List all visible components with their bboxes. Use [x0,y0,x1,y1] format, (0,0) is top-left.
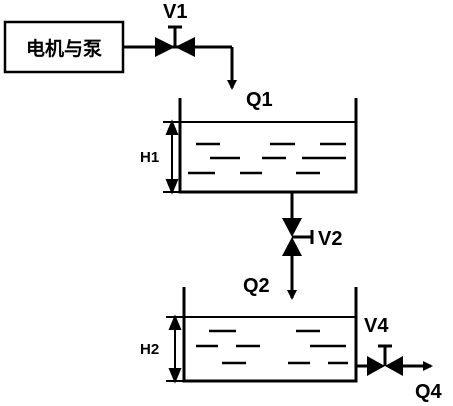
level-h1-label: H1 [140,149,160,166]
flow-q2-label: Q2 [243,275,270,297]
inlet-pipe [123,45,237,90]
flow-q4-label: Q4 [415,381,442,403]
h2-dimension [166,314,189,384]
valve-v4-label: V4 [364,315,389,337]
valve-v1-icon [155,25,195,57]
valve-v2-icon [282,218,314,256]
motor-pump-label: 电机与泵 [25,37,102,60]
valve-v1-label: V1 [163,1,188,23]
lower-water-lines-icon [196,329,348,365]
upper-tank [178,98,358,194]
flow-q1-label: Q1 [246,89,273,111]
valve-v2-label: V2 [318,228,343,250]
valve-v4-icon [367,344,403,376]
lower-tank [182,287,358,383]
level-h2-label: H2 [140,341,160,358]
h1-dimension [163,119,185,195]
upper-water-lines-icon [188,142,346,175]
